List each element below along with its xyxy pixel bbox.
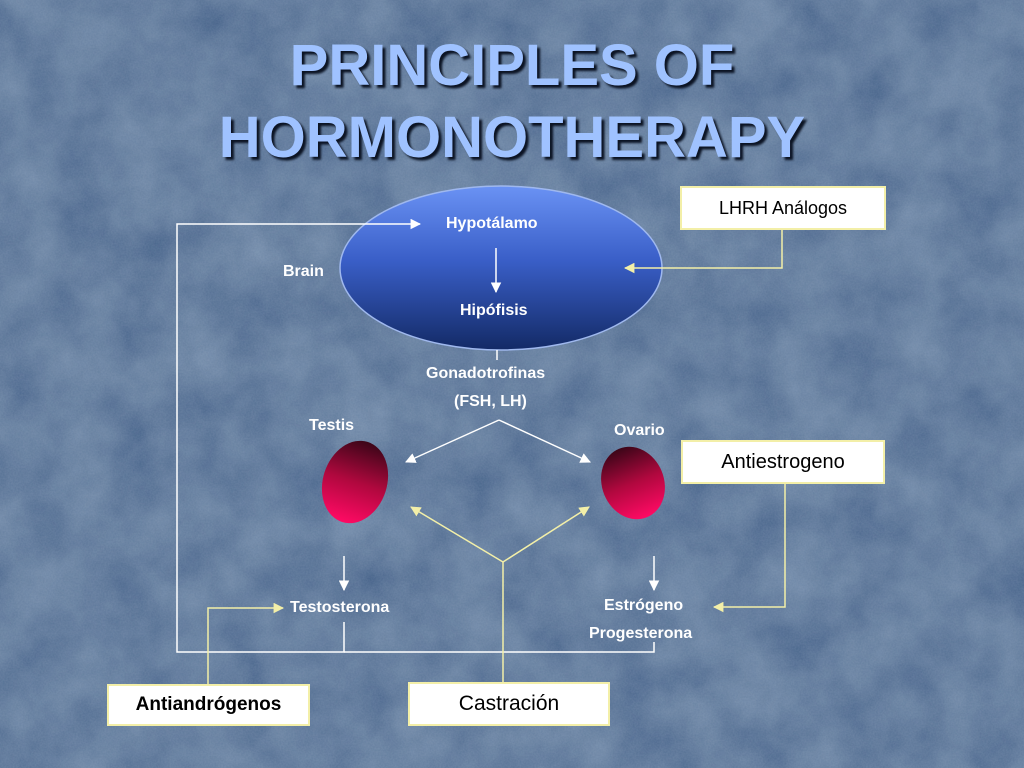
lhrh-analogs-box: LHRH Análogos: [680, 186, 886, 230]
brain-ellipse: [339, 185, 663, 351]
title-line-1: PRINCIPLES OF: [289, 33, 735, 98]
castration-to-testis-arrow: [410, 506, 504, 563]
antiandrogens-label: Antiandrógenos: [135, 694, 282, 715]
estrogen-label: Estrógeno: [604, 597, 684, 614]
testosterone-label: Testosterona: [290, 599, 390, 616]
ovary-label: Ovario: [614, 422, 665, 439]
gonadotropin-to-testis-arrow: [405, 419, 500, 463]
lhrh-connector-arrow: [623, 230, 783, 274]
gonadotropin-to-ovary-arrow: [498, 419, 591, 463]
antiestrogen-label: Antiestrogeno: [721, 451, 845, 473]
antiestrogen-connector-arrow: [712, 484, 786, 613]
lhrh-analogs-label: LHRH Análogos: [718, 198, 848, 218]
testis-shape: [321, 440, 389, 524]
pituitary-label: Hipófisis: [460, 302, 528, 319]
gonadotropins-detail-label: (FSH, LH): [454, 393, 527, 410]
antiandrogen-connector-arrow: [207, 602, 285, 684]
antiandrogens-box: Antiandrógenos: [107, 684, 310, 726]
feedback-loop-line: [176, 218, 422, 653]
progesterone-label: Progesterona: [589, 625, 693, 642]
hypothalamus-label: Hypotálamo: [446, 215, 538, 232]
title-line-2: HORMONOTHERAPY: [218, 105, 806, 170]
castration-label: Castración: [458, 692, 560, 715]
ovary-shape: [601, 446, 665, 520]
brain-label: Brain: [283, 263, 324, 280]
testis-label: Testis: [309, 417, 355, 434]
castration-box: Castración: [408, 682, 610, 726]
castration-to-ovary-arrow: [502, 506, 590, 563]
slide-title: PRINCIPLES OF HORMONOTHERAPY: [0, 30, 1024, 174]
feedback-loop-line-right: [344, 642, 655, 653]
antiestrogen-box: Antiestrogeno: [681, 440, 885, 484]
gonadotropins-label: Gonadotrofinas: [426, 365, 546, 382]
